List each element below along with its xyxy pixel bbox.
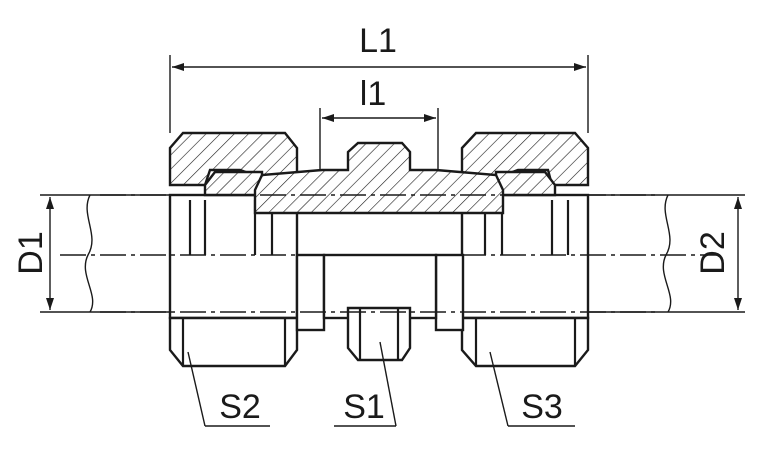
label-l1: l1 (360, 75, 386, 113)
left-nut (168, 131, 299, 368)
leader-S2: S2 (187, 351, 270, 427)
label-L1: L1 (359, 22, 397, 60)
leader-S1: S1 (334, 341, 397, 427)
label-S2: S2 (219, 388, 261, 426)
dimension-D2: D2 (694, 197, 742, 310)
label-D1: D1 (12, 231, 50, 274)
left-tube (40, 194, 170, 313)
label-D2: D2 (694, 231, 732, 274)
dimension-L1: L1 (169, 22, 589, 133)
cutting-rings (203, 170, 557, 197)
dimension-D1: D1 (12, 197, 54, 310)
leader-S3: S3 (489, 351, 575, 427)
label-S3: S3 (521, 388, 563, 426)
dimension-l1: l1 (319, 75, 439, 170)
right-nut (460, 131, 590, 368)
label-S1: S1 (343, 388, 385, 426)
